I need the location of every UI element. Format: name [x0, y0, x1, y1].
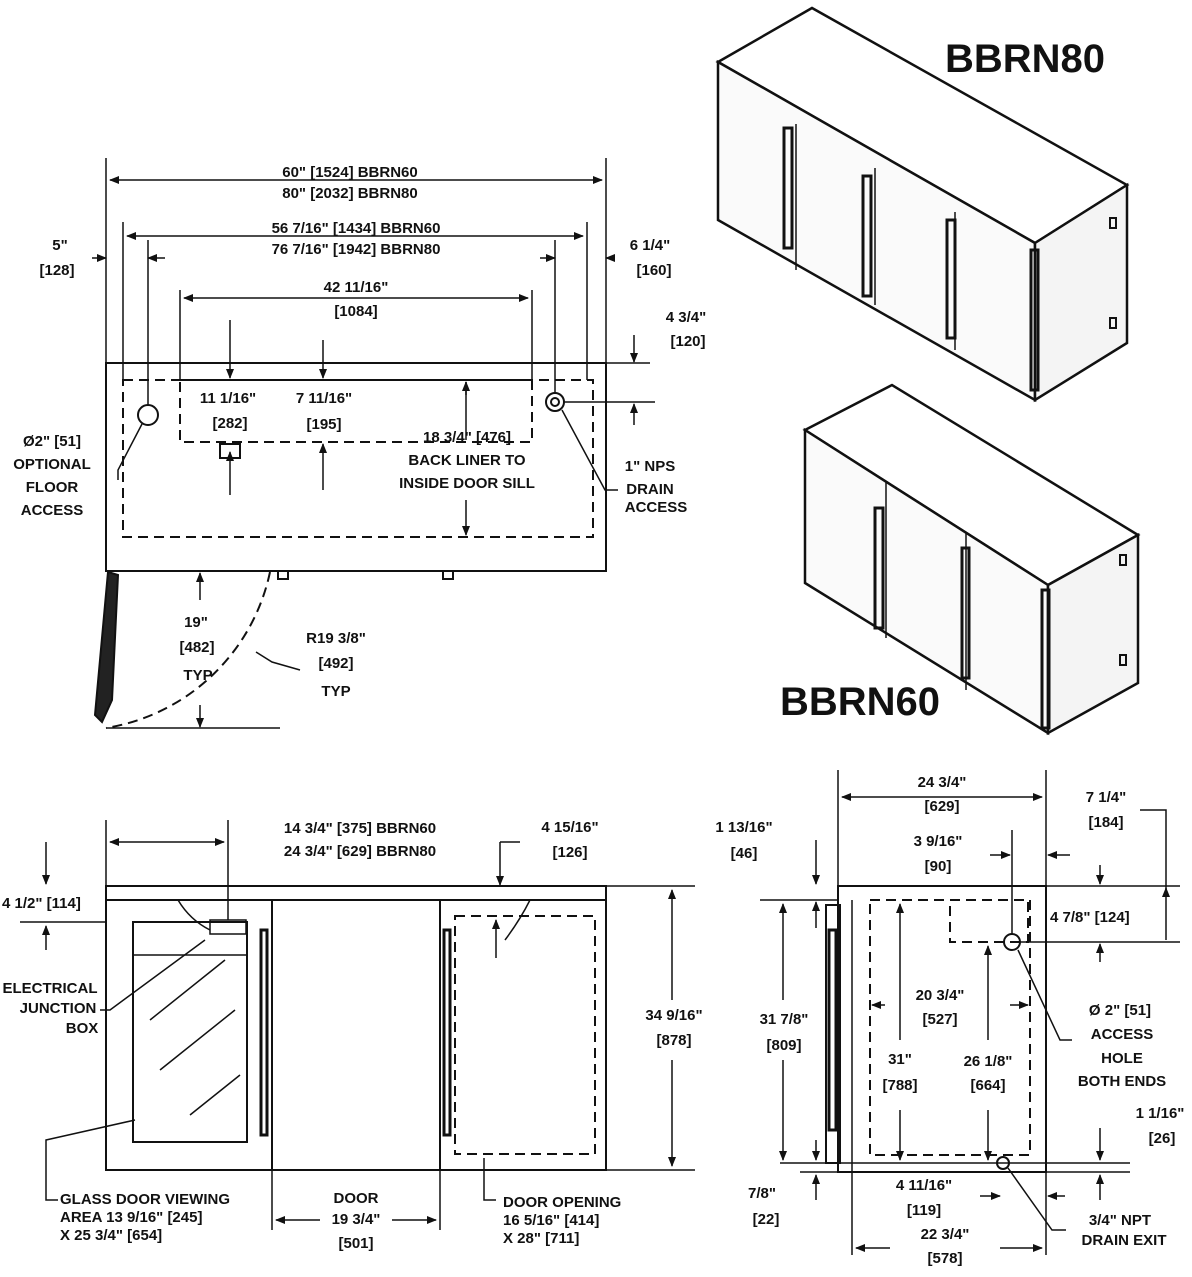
- dim-drain-offset-in: 4 11/16": [896, 1177, 952, 1194]
- dim-swing-in: 19": [184, 614, 208, 631]
- dim-radius-in: R19 3/8": [306, 630, 366, 647]
- dim-hole-offset-in: 3 9/16": [914, 833, 963, 850]
- dim-26-mm: [664]: [970, 1077, 1005, 1094]
- access-hole-2: ACCESS: [1091, 1026, 1154, 1043]
- dim-door-mm: [501]: [338, 1235, 373, 1252]
- glass-area-3: X 25 3/4" [654]: [60, 1227, 162, 1244]
- liner-label-2: INSIDE DOOR SILL: [399, 475, 535, 492]
- dim-overall-width-2: 80" [2032] BBRN80: [282, 185, 418, 202]
- dim-height-mm: [878]: [656, 1032, 691, 1049]
- dim-right-offset-in: 6 1/4": [630, 237, 670, 254]
- door-opening-2: 16 5/16" [414]: [503, 1212, 599, 1229]
- glass-area-2: AREA 13 9/16" [245]: [60, 1209, 202, 1226]
- bbrn60-isometric: [802, 383, 1141, 736]
- dim-front-height-in: 31 7/8": [760, 1011, 809, 1028]
- dim-26-in: 26 1/8": [964, 1053, 1013, 1070]
- dim-radius-mm: [492]: [318, 655, 353, 672]
- dim-front-height-mm: [809]: [766, 1037, 801, 1054]
- dim-base-mm: [578]: [927, 1250, 962, 1267]
- dim-inner-width-1: 56 7/16" [1434] BBRN60: [272, 220, 441, 237]
- dim-bottom-right-mm: [26]: [1149, 1130, 1176, 1147]
- floor-access-1: Ø2" [51]: [23, 433, 81, 450]
- access-hole-4: BOTH ENDS: [1078, 1073, 1166, 1090]
- dim-back-depth-in: 4 3/4": [666, 309, 706, 326]
- drain-access-1: 1" NPS: [625, 458, 675, 475]
- dim-a-in: 11 1/16": [200, 390, 256, 407]
- dim-31-in: 31": [888, 1051, 912, 1068]
- dim-right-top-in: 7 1/4": [1086, 789, 1126, 806]
- dim-a-mm: [282]: [212, 415, 247, 432]
- dim-right-top-mm: [184]: [1088, 814, 1123, 831]
- drain-exit-1: 3/4" NPT: [1089, 1212, 1151, 1229]
- door-label: DOOR: [334, 1190, 379, 1207]
- dim-b-mm: [195]: [306, 416, 341, 433]
- dim-right-offset-mm: [160]: [636, 262, 671, 279]
- dim-left-top-in: 1 13/16": [715, 819, 772, 836]
- dim-hole-offset-mm: [90]: [925, 858, 952, 875]
- glass-area-1: GLASS DOOR VIEWING: [60, 1191, 230, 1208]
- dim-swing-mm: [482]: [179, 639, 214, 656]
- model-label-bbrn60: BBRN60: [780, 680, 940, 724]
- dim-door-pos-2: 24 3/4" [629] BBRN80: [284, 843, 436, 860]
- drain-access-2: DRAIN: [626, 481, 674, 498]
- dim-bottom-left-in: 7/8": [748, 1185, 776, 1202]
- dim-bottom-left-mm: [22]: [753, 1211, 780, 1228]
- access-hole-1: Ø 2" [51]: [1089, 1002, 1151, 1019]
- front-view: [20, 820, 695, 1230]
- bbrn80-isometric: [715, 6, 1130, 403]
- dim-inner-width-in: 20 3/4": [916, 987, 965, 1004]
- dim-door-pos-1: 14 3/4" [375] BBRN60: [284, 820, 436, 837]
- dim-left-top-mm: [46]: [731, 845, 758, 862]
- door-opening-3: X 28" [711]: [503, 1230, 579, 1247]
- junction-box-3: BOX: [66, 1020, 99, 1037]
- dim-back-depth-mm: [120]: [670, 333, 705, 350]
- dim-swing-typ: TYP: [183, 667, 212, 684]
- door-opening-1: DOOR OPENING: [503, 1194, 621, 1211]
- dim-door-in: 19 3/4": [332, 1211, 381, 1228]
- dim-radius-typ: TYP: [321, 683, 350, 700]
- top-view: [92, 158, 655, 729]
- junction-box-2: JUNCTION: [20, 1000, 97, 1017]
- dim-hole-span-mm: [1084]: [334, 303, 377, 320]
- floor-access-4: ACCESS: [21, 502, 84, 519]
- dim-base-in: 22 3/4": [921, 1226, 970, 1243]
- dim-31-mm: [788]: [882, 1077, 917, 1094]
- dim-hole-span-in: 42 11/16": [324, 279, 389, 296]
- dim-top-offset-in: 4 15/16": [541, 819, 598, 836]
- dim-left-offset-mm: [128]: [39, 262, 74, 279]
- dim-top-offset-mm: [126]: [552, 844, 587, 861]
- dim-overall-width-1: 60" [1524] BBRN60: [282, 164, 418, 181]
- drain-exit-2: DRAIN EXIT: [1081, 1232, 1166, 1249]
- dim-depth-mm: [629]: [924, 798, 959, 815]
- floor-access-3: FLOOR: [26, 479, 79, 496]
- dim-left-top: 4 1/2" [114]: [2, 895, 81, 912]
- access-hole-3: HOLE: [1101, 1050, 1143, 1067]
- drain-access-3: ACCESS: [625, 499, 688, 516]
- dim-height-in: 34 9/16": [645, 1007, 702, 1024]
- dim-inner-width-2: 76 7/16" [1942] BBRN80: [272, 241, 441, 258]
- junction-box-1: ELECTRICAL: [3, 980, 98, 997]
- dim-hole-drop: 4 7/8" [124]: [1050, 909, 1130, 926]
- model-label-bbrn80: BBRN80: [945, 37, 1105, 81]
- floor-access-2: OPTIONAL: [13, 456, 91, 473]
- side-view: [760, 770, 1180, 1255]
- dim-drain-offset-mm: [119]: [907, 1202, 941, 1219]
- liner-label-1: BACK LINER TO: [408, 452, 526, 469]
- dim-b-in: 7 11/16": [296, 390, 352, 407]
- dim-left-offset-in: 5": [52, 237, 67, 254]
- dim-inner-width-mm: [527]: [922, 1011, 957, 1028]
- dim-depth-in: 24 3/4": [918, 774, 967, 791]
- dim-liner: 18 3/4" [476]: [423, 429, 511, 446]
- dim-bottom-right-in: 1 1/16": [1136, 1105, 1185, 1122]
